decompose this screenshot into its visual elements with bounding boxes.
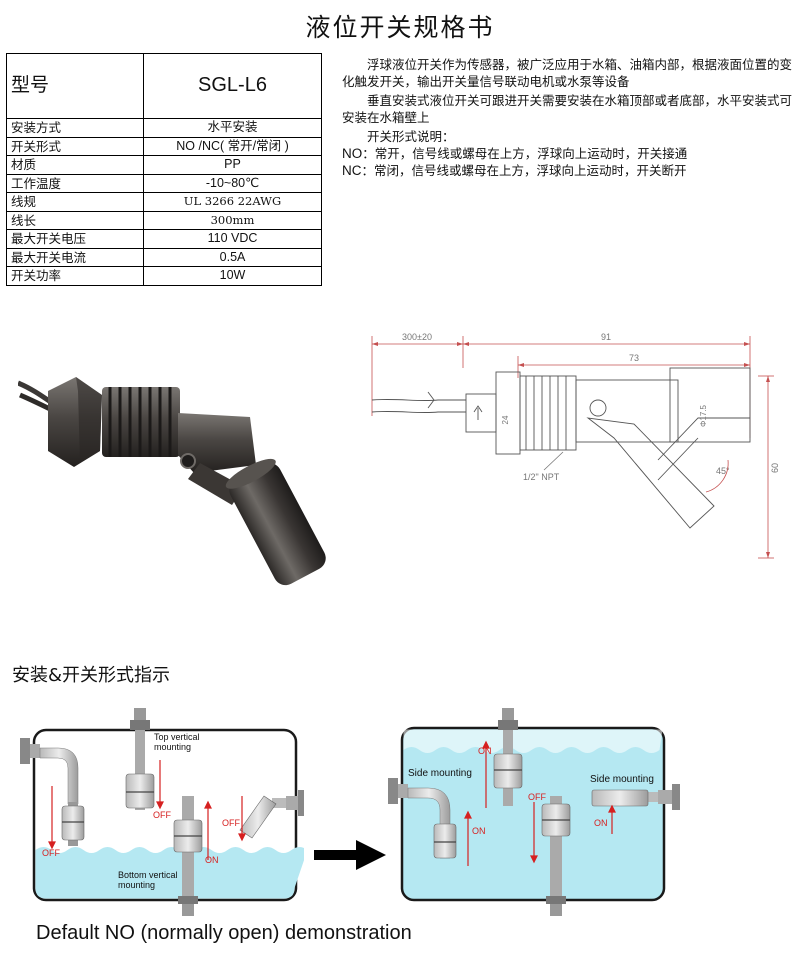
document-title: 液位开关规格书: [305, 13, 495, 42]
spec-label: 最大开关电流: [6, 247, 144, 267]
spec-label: 开关形式: [6, 136, 144, 156]
no-mode-line: NO：常开，信号线或螺母在上方，浮球向上运动时，开关接通: [342, 145, 794, 162]
spec-value: UL 3266 22AWG: [143, 192, 322, 212]
side-bent-switch: [20, 738, 85, 846]
spec-row: 开关形式 NO /NC( 常开/常闭 ): [6, 136, 322, 156]
drawing-float-angled: [586, 417, 715, 529]
spec-table: 型号 SGL-L6 安装方式 水平安装 开关形式 NO /NC( 常开/常闭 )…: [6, 53, 322, 286]
dim-thread: 24: [501, 415, 510, 424]
off-label: OFF: [153, 810, 171, 820]
spec-row: 安装方式 水平安装: [6, 118, 322, 138]
no-mode-code: NO: [342, 146, 363, 161]
tank-diagram-right: Side mounting ON ON OFF Side mounting ON: [388, 708, 680, 916]
side-mounting-label: Side mounting: [408, 768, 472, 779]
float-ball-icon: [225, 458, 326, 586]
spec-value: 110 VDC: [143, 229, 322, 249]
off-label: OFF: [528, 792, 546, 802]
thread-label: 1/2" NPT: [523, 472, 560, 482]
spec-value: SGL-L6: [143, 53, 322, 119]
on-label: ON: [472, 826, 486, 836]
bottom-vertical-label-1: Bottom vertical: [118, 870, 178, 880]
tank-diagram-left: OFF Top vertical mounting OFF ON Bottom …: [20, 708, 304, 916]
spec-row: 最大开关电压 110 VDC: [6, 229, 322, 249]
spec-value: 0.5A: [143, 247, 322, 267]
spec-value: NO /NC( 常开/常闭 ): [143, 136, 322, 156]
dim-cable-length: 300±20: [402, 332, 432, 342]
description-paragraph: 开关形式说明：: [367, 129, 455, 144]
bracket-icon: [178, 413, 256, 473]
technical-drawing: 300±20 91 73 60 24 Φ17.5 45° 1/2" NPT: [371, 332, 780, 559]
product-photo: [18, 377, 326, 586]
off-label: OFF: [42, 848, 60, 858]
spec-label: 安装方式: [6, 118, 144, 138]
spec-label: 线规: [6, 192, 144, 212]
water: [35, 847, 304, 899]
transition-arrow-icon: [314, 840, 386, 870]
spec-label: 线长: [6, 210, 144, 230]
drawing-float-top: [669, 367, 751, 443]
spec-row: 材质 PP: [6, 155, 322, 175]
description-paragraph: 浮球液位开关作为传感器，被广泛应用于水箱、油箱内部，根据液面位置的变化触发开关，…: [342, 57, 793, 89]
nc-mode-code: NC: [342, 163, 362, 178]
spec-value: 10W: [143, 266, 322, 286]
dim-float-diameter: Φ17.5: [699, 404, 708, 427]
side-angled-switch: [239, 790, 304, 839]
spec-label: 工作温度: [6, 173, 144, 193]
bottom-vertical-switch: [541, 796, 571, 916]
spec-value: -10~80℃: [143, 173, 322, 193]
bottom-vertical-switch: [173, 796, 203, 916]
spec-row: 线长 300mm: [6, 210, 322, 230]
nc-mode-text: ：常闭，信号线或螺母在上方，浮球向上运动时，开关断开: [361, 163, 687, 178]
spec-label: 开关功率: [6, 266, 144, 286]
spec-row: 线规 UL 3266 22AWG: [6, 192, 322, 212]
install-heading: 安装&开关形式指示: [12, 665, 171, 686]
on-label: ON: [205, 855, 219, 865]
pivot-icon: [180, 453, 196, 469]
spec-row-model: 型号 SGL-L6: [6, 53, 322, 119]
spec-value: 300mm: [143, 210, 322, 230]
demo-caption: Default NO (normally open) demonstration: [36, 922, 412, 944]
description: 浮球液位开关作为传感器，被广泛应用于水箱、油箱内部，根据液面位置的变化触发开关，…: [342, 56, 794, 179]
spec-label: 型号: [6, 53, 144, 119]
spec-row: 开关功率 10W: [6, 266, 322, 286]
spec-value: 水平安装: [143, 118, 322, 138]
spec-row: 最大开关电流 0.5A: [6, 247, 322, 267]
top-vertical-label-2: mounting: [154, 742, 191, 752]
no-mode-text: ：常开，信号线或螺母在上方，浮球向上运动时，开关接通: [362, 146, 688, 161]
thread-icon: [102, 387, 180, 457]
spec-row: 工作温度 -10~80℃: [6, 173, 322, 193]
nc-mode-line: NC：常闭，信号线或螺母在上方，浮球向上运动时，开关断开: [342, 162, 794, 179]
top-vertical-switch: [125, 708, 155, 810]
spec-value: PP: [143, 155, 322, 175]
side-mounting-label: Side mounting: [590, 774, 654, 785]
dim-total-length: 91: [601, 332, 611, 342]
side-bent-switch: [388, 778, 457, 859]
side-horizontal-switch: [591, 784, 680, 810]
on-label: ON: [478, 746, 492, 756]
description-paragraph: 垂直安装式液位开关可跟进开关需要安装在水箱顶部或者底部，水平安装式可安装在水箱壁…: [342, 93, 793, 125]
drawing-thread: [519, 375, 577, 451]
bottom-vertical-label-2: mounting: [118, 880, 155, 890]
off-label: OFF: [222, 818, 240, 828]
drawing-arrow-icon: [473, 405, 483, 420]
top-vertical-label-1: Top vertical: [154, 732, 200, 742]
top-vertical-switch: [493, 708, 523, 806]
dim-height: 60: [770, 463, 780, 473]
on-label: ON: [594, 818, 608, 828]
spec-label: 最大开关电压: [6, 229, 144, 249]
dim-angle: 45°: [716, 466, 730, 476]
spec-label: 材质: [6, 155, 144, 175]
dim-body-length: 73: [629, 353, 639, 363]
